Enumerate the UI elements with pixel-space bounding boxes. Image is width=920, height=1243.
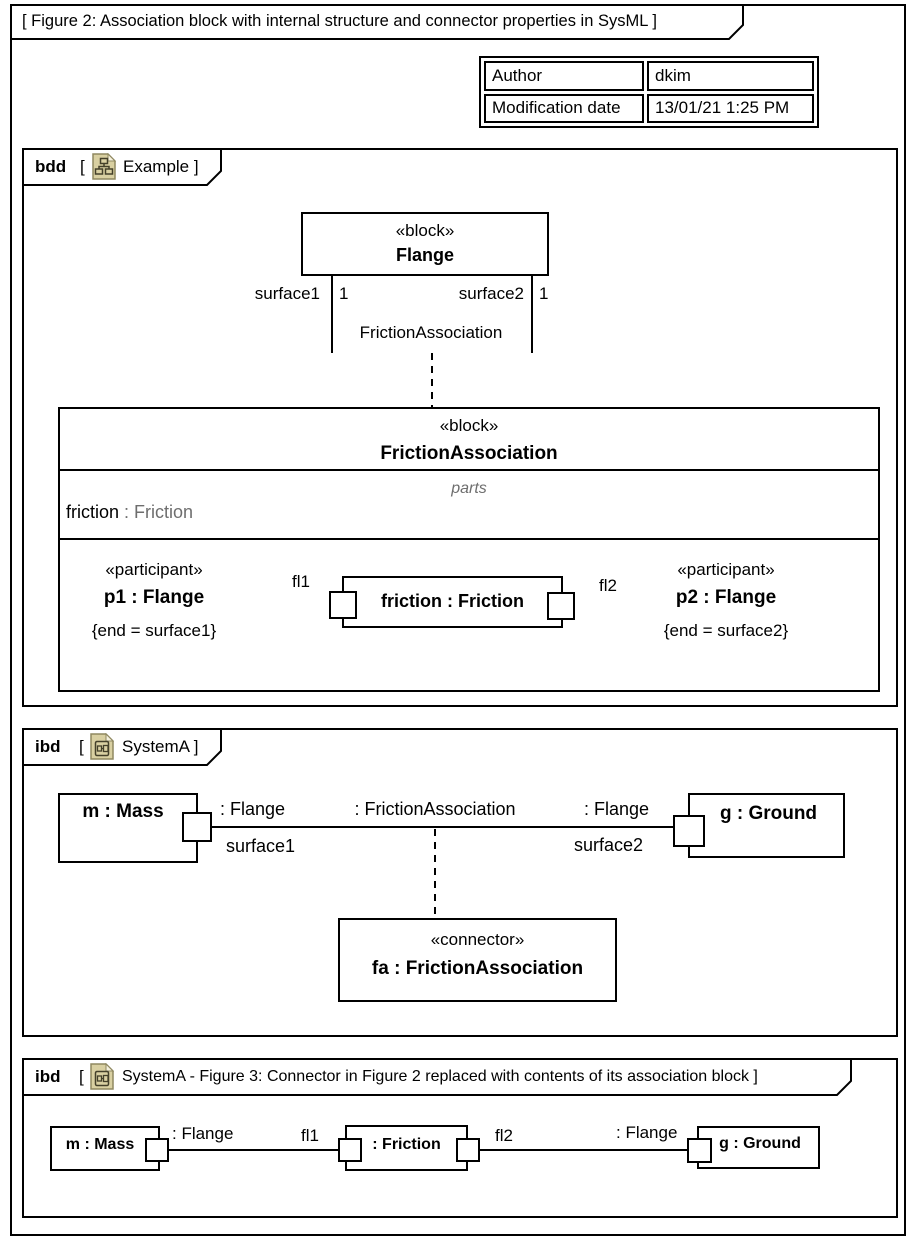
- port-label-fl2: fl2: [599, 576, 617, 595]
- bdd-frame-tab: [22, 148, 222, 186]
- mass2-part-box: [50, 1126, 160, 1171]
- friction-connector-part-box: [342, 576, 563, 628]
- participant-p1-constraint: {end = surface1}: [91, 621, 217, 640]
- fa-part-type: : Friction: [119, 502, 194, 522]
- ibd-systema-frame-tab: [22, 728, 222, 766]
- diagram-info-table: Author dkim Modification date 13/01/21 1…: [479, 56, 819, 128]
- participant-p2-constraint: {end = surface2}: [663, 621, 789, 640]
- participant-p2-name: p2 : Flange: [675, 587, 777, 608]
- ground-port: [673, 815, 705, 847]
- connector-type-label: : FrictionAssociation: [354, 799, 516, 819]
- bdd-frame-name: Example ]: [123, 157, 199, 176]
- ground-part-box: [688, 793, 845, 858]
- friction2-part-name: : Friction: [372, 1136, 441, 1153]
- ibd2-frame-name: SystemA - Figure 3: Connector in Figure …: [122, 1068, 758, 1085]
- ibd2-port-label-fl2: fl2: [495, 1126, 513, 1145]
- ground2-part-name: g : Ground: [719, 1135, 801, 1152]
- mass2-port: [145, 1138, 169, 1162]
- ibd2-frame-kind: ibd: [35, 1067, 61, 1086]
- bdd-frame: [22, 148, 898, 707]
- association-end2-multiplicity: 1: [539, 284, 549, 303]
- info-table-moddate-label: Modification date: [484, 93, 644, 123]
- fa-parts-compartment-title: parts: [451, 480, 487, 497]
- info-table-author-value: dkim: [647, 61, 814, 91]
- bdd-frame-kind: bdd: [35, 157, 67, 176]
- fa-block-compartment-divider-2: [60, 538, 878, 540]
- fa-block-name: FrictionAssociation: [380, 443, 558, 464]
- friction2-port-fl1: [338, 1138, 362, 1162]
- friction2-port-fl2: [456, 1138, 480, 1162]
- mass-part-name: m : Mass: [82, 801, 164, 822]
- association-end1-role: surface1: [254, 284, 320, 303]
- fa-block-compartment-divider-1: [60, 469, 878, 471]
- info-table-author-label: Author: [484, 61, 644, 91]
- fa-connector-property-box: [338, 918, 617, 1002]
- ibd-systema-frame-tab-shape: [22, 728, 222, 766]
- ibd-systema-frame: [22, 728, 898, 1037]
- ibd-frame-name: SystemA ]: [122, 737, 199, 756]
- ibd2-end1-type: : Flange: [172, 1124, 234, 1143]
- fa-part-name: friction: [66, 502, 120, 522]
- bdd-frame-open-bracket: [: [80, 157, 85, 176]
- fa-part-entry: friction : Friction: [66, 502, 193, 523]
- connector-end1-role: surface1: [226, 836, 296, 856]
- friction-port-fl2: [547, 592, 575, 620]
- flange-block-name: Flange: [395, 245, 454, 265]
- info-table-moddate-value: 13/01/21 1:25 PM: [647, 93, 814, 123]
- connector-end2-role: surface2: [574, 835, 644, 855]
- mass-part-box: [58, 793, 198, 863]
- ground2-port: [687, 1138, 712, 1163]
- ground2-part-box: [697, 1126, 820, 1169]
- friction-association-block: [58, 407, 880, 692]
- mass2-part-name: m : Mass: [65, 1136, 135, 1153]
- figure-title-tab-shape: [10, 4, 744, 40]
- ibd2-end2-type: : Flange: [616, 1123, 678, 1142]
- port-label-fl1: fl1: [292, 572, 310, 591]
- ibd-figure3-frame-tab-shape: [22, 1058, 852, 1096]
- fa-connector-name: fa : FrictionAssociation: [371, 958, 584, 979]
- bdd-frame-tab-shape: [22, 148, 222, 186]
- association-end2-role: surface2: [458, 284, 524, 303]
- association-name: FrictionAssociation: [359, 323, 503, 342]
- flange-block: [301, 212, 549, 276]
- connector-end2-type: : Flange: [584, 799, 650, 819]
- ibd2-port-label-fl1: fl1: [301, 1126, 319, 1145]
- figure-title: [ Figure 2: Association block with inter…: [22, 12, 657, 30]
- fa-connector-stereotype: «connector»: [430, 930, 525, 949]
- connector-end1-type: : Flange: [220, 799, 286, 819]
- fa-block-stereotype: «block»: [439, 416, 499, 435]
- ibd-frame-kind: ibd: [35, 737, 61, 756]
- mass-port: [182, 812, 212, 842]
- friction-connector-part-name: friction : Friction: [381, 591, 524, 611]
- figure-title-tab: [10, 4, 744, 40]
- friction-port-fl1: [329, 591, 357, 619]
- ibd-frame-open-bracket: [: [79, 737, 84, 756]
- ibd-diagram-icon: [90, 733, 114, 760]
- participant-p1-name: p1 : Flange: [103, 587, 205, 608]
- participant-p1-stereotype: «participant»: [105, 560, 203, 579]
- association-end1-multiplicity: 1: [339, 284, 349, 303]
- flange-block-stereotype: «block»: [395, 221, 455, 240]
- ibd-figure3-frame-tab: [22, 1058, 852, 1096]
- friction2-part-box: [345, 1125, 468, 1171]
- ground-part-name: g : Ground: [719, 803, 818, 824]
- ibd2-frame-open-bracket: [: [79, 1067, 84, 1086]
- participant-p2-stereotype: «participant»: [677, 560, 775, 579]
- bdd-diagram-icon: [92, 153, 116, 180]
- ibd-diagram-icon: [90, 1063, 114, 1090]
